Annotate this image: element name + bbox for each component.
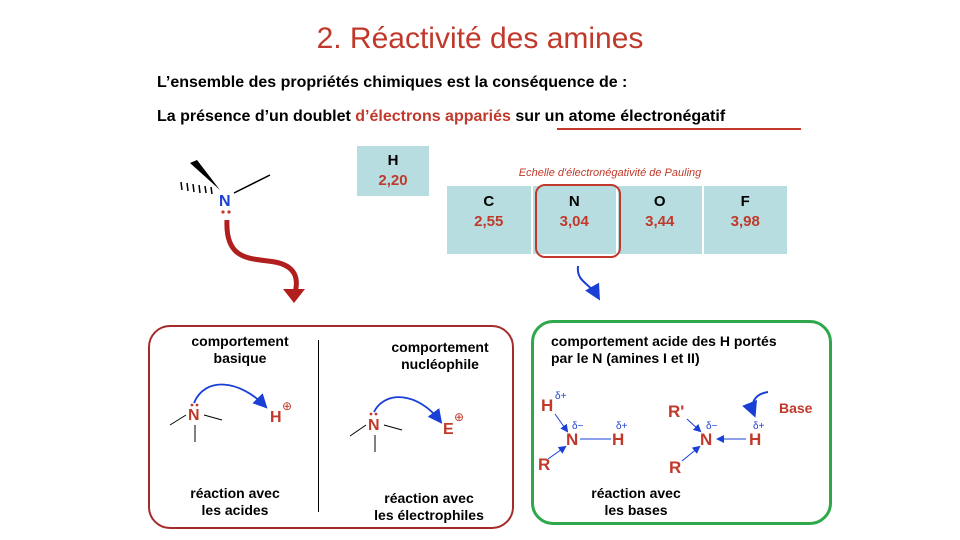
acids-label-line-1: réaction avec: [190, 485, 280, 501]
nucleophile-label-line-2: nucléophile: [401, 356, 479, 372]
cell-symbol: C: [483, 193, 495, 210]
bases-reaction-label: réaction avec les bases: [571, 485, 701, 519]
basic-h: H: [270, 409, 282, 426]
intro-line-2: La présence d’un doublet d’électrons app…: [157, 108, 725, 126]
electrophiles-label-line-1: réaction avec: [384, 490, 474, 506]
delta-plus: δ+: [555, 391, 567, 402]
scale-cell-n: N 3,04: [530, 186, 617, 254]
intro-line-1: L’ensemble des propriétés chimiques est …: [157, 74, 628, 91]
pauling-scale-title: Echelle d'électronégativité de Pauling: [518, 167, 702, 179]
basic-n: N: [188, 407, 200, 424]
amine-n: N: [219, 193, 231, 210]
scale-cell-o: O 3,44: [616, 186, 702, 254]
scale-cell-f: F 3,98: [701, 186, 788, 254]
electrophiles-reaction-label: réaction avec les électrophiles: [355, 490, 503, 524]
cell-value: 3,44: [645, 213, 675, 230]
pauling-scale: C 2,55 N 3,04 O 3,44 F 3,98: [447, 186, 787, 254]
nitrogen-highlight-frame: [535, 184, 621, 258]
blue-arrow-from-n: [576, 265, 600, 301]
basic-label-line-1: comportement: [191, 333, 289, 349]
slide-title: 2. Réactivité des amines: [316, 22, 644, 55]
bases-label-line-1: réaction avec: [591, 485, 681, 501]
cell-value: 2,55: [474, 213, 504, 230]
cell-symbol: N: [568, 193, 580, 210]
cell-symbol: O: [653, 193, 666, 210]
mol2-n: N: [700, 430, 712, 449]
base-label: Base: [779, 400, 813, 416]
hydrogen-symbol: H: [387, 152, 399, 169]
red-arrowhead: [283, 289, 305, 303]
acid-behavior-label: comportement acide des H portés par le N…: [551, 333, 821, 367]
mol2-r: R: [669, 458, 681, 477]
basic-scheme: N H ⊕: [169, 383, 292, 442]
cell-value: 3,04: [559, 213, 589, 230]
electrophile-e: E: [443, 421, 454, 438]
primary-amine-scheme: H δ+ N δ− H δ+ R: [538, 391, 628, 474]
acid-label-line-2: par le N (amines I et II): [551, 350, 700, 366]
base-arrow: [742, 391, 769, 418]
acid-label-line-1: comportement acide des H portés: [551, 333, 777, 349]
hashed-bond: [180, 181, 213, 195]
red-underline: [557, 128, 801, 130]
scale-cell-c: C 2,55: [447, 186, 531, 254]
positive-charge: ⊕: [454, 410, 464, 424]
bases-label-line-2: les bases: [604, 502, 668, 518]
intro-line-2-part-a: La présence d’un doublet: [157, 108, 356, 125]
red-curved-arrow: [224, 219, 299, 297]
delta-minus: δ−: [706, 421, 718, 432]
acids-reaction-label: réaction avec les acides: [170, 485, 300, 519]
right-panel: [531, 320, 832, 525]
mol2-h: H: [749, 430, 761, 449]
hydrogen-box: H 2,20: [357, 146, 429, 196]
positive-charge: ⊕: [282, 399, 292, 413]
nucleophile-label-line-1: comportement: [391, 339, 489, 355]
nucleophile-label: comportement nucléophile: [375, 339, 505, 373]
lone-pair-dot: [221, 210, 225, 214]
delta-plus: δ+: [753, 421, 765, 432]
electrophiles-label-line-2: les électrophiles: [374, 507, 484, 523]
hydrogen-value: 2,20: [378, 172, 408, 189]
basic-label-line-2: basique: [213, 350, 267, 366]
cell-symbol: F: [740, 193, 750, 210]
mol1-h-right: H: [612, 430, 624, 449]
delta-plus: δ+: [616, 421, 628, 432]
intro-line-2-part-d: sur un atome électronégatif: [515, 108, 726, 125]
left-panel: [148, 325, 514, 529]
mol1-h-top: H: [541, 396, 553, 415]
nucleophile-n: N: [368, 417, 380, 434]
amine-structure: N: [180, 160, 271, 214]
mol1-n: N: [566, 430, 578, 449]
panel-divider: [318, 340, 319, 512]
mol1-r: R: [538, 455, 550, 474]
cell-value: 3,98: [730, 213, 760, 230]
lone-pair-dot: [227, 210, 231, 214]
basic-label: comportement basique: [175, 333, 305, 367]
mol2-r-prime: R': [668, 402, 684, 421]
acids-label-line-2: les acides: [201, 502, 269, 518]
wedge-bond: [190, 160, 220, 190]
delta-minus: δ−: [572, 421, 584, 432]
single-bond: [233, 174, 271, 194]
intro-line-2-highlight: d’électrons appariés: [355, 108, 511, 125]
nucleophile-scheme: N E ⊕: [349, 396, 464, 452]
secondary-amine-scheme: R' N δ− H δ+ R Base: [668, 391, 813, 477]
